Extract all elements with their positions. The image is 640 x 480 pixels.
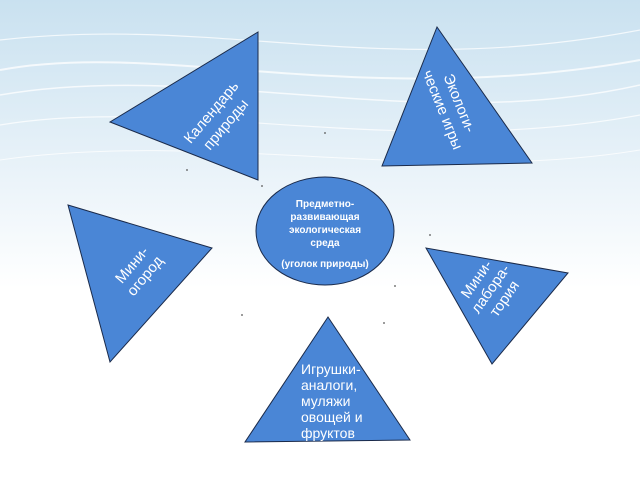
triangle-mini-garden: Мини- огород [67, 204, 213, 364]
decorative-dots [186, 132, 431, 324]
center-label-line3: экологическая [289, 225, 361, 236]
toys-label-line5: фруктов [301, 425, 355, 441]
center-ellipse [255, 176, 395, 286]
triangle-toys: Игрушки- аналоги, муляжи овощей и фрукто… [244, 316, 411, 443]
center-label-line1: Предметно- [296, 199, 354, 210]
triangle-eco-games: Экологи- ческие игры [381, 25, 533, 167]
triangle-mini-lab: Мини- лабора- тория [425, 247, 569, 365]
toys-label-line1: Игрушки- [301, 361, 361, 377]
triangle-calendar: Календарь природы [108, 31, 259, 181]
background-waves [0, 29, 640, 163]
toys-label-line2: аналоги, [301, 377, 357, 393]
center-label-line4: среда [310, 238, 340, 249]
center-label-line5: (уголок природы) [281, 259, 369, 270]
center-node: Предметно- развивающая экологическая сре… [255, 176, 395, 286]
center-label-line2: развивающая [290, 212, 359, 223]
toys-label-line4: овощей и [301, 409, 363, 425]
toys-label-line3: муляжи [301, 393, 350, 409]
